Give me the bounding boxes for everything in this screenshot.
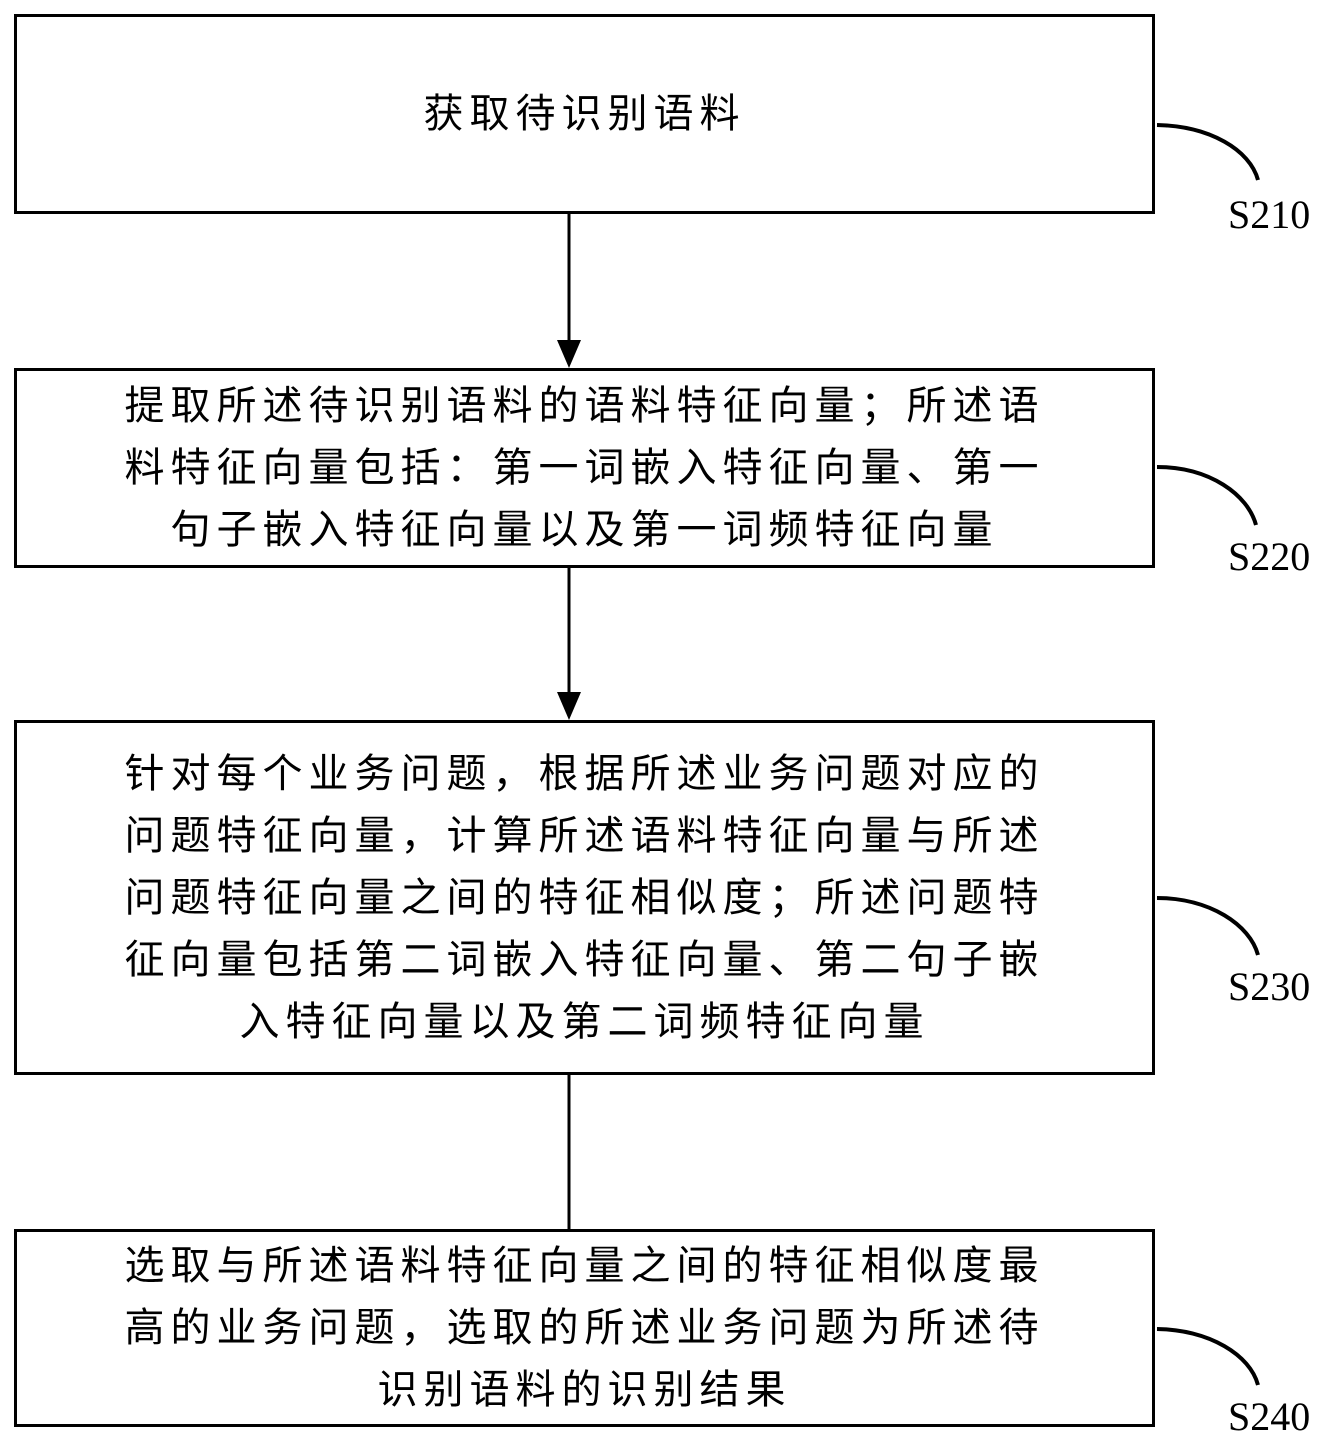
step-box-s210: 获取待识别语料 <box>14 14 1155 214</box>
step-box-s240: 选取与所述语料特征向量之间的特征相似度最 高的业务问题，选取的所述业务问题为所述… <box>14 1229 1155 1427</box>
step-box-s230: 针对每个业务问题，根据所述业务问题对应的 问题特征向量，计算所述语料特征向量与所… <box>14 720 1155 1075</box>
step-label-s240: S240 <box>1228 1394 1311 1439</box>
leader-line-s220 <box>1156 465 1258 526</box>
step-label-s210: S210 <box>1228 192 1311 237</box>
step-text-s230: 针对每个业务问题，根据所述业务问题对应的 问题特征向量，计算所述语料特征向量与所… <box>124 750 1045 1045</box>
leader-line-s240 <box>1156 1327 1260 1386</box>
step-text-s220: 提取所述待识别语料的语料特征向量；所述语 料特征向量包括：第一词嵌入特征向量、第… <box>124 383 1045 553</box>
leader-line-s210 <box>1156 123 1260 181</box>
step-label-s220: S220 <box>1228 534 1311 579</box>
step-text-s210: 获取待识别语料 <box>423 91 746 137</box>
step-box-s220: 提取所述待识别语料的语料特征向量；所述语 料特征向量包括：第一词嵌入特征向量、第… <box>14 368 1155 568</box>
step-label-s230: S230 <box>1228 964 1311 1009</box>
leader-line-s230 <box>1156 896 1260 956</box>
arrowhead-s220 <box>557 340 581 368</box>
arrowhead-s230 <box>557 692 581 720</box>
step-text-s240: 选取与所述语料特征向量之间的特征相似度最 高的业务问题，选取的所述业务问题为所述… <box>124 1243 1045 1413</box>
